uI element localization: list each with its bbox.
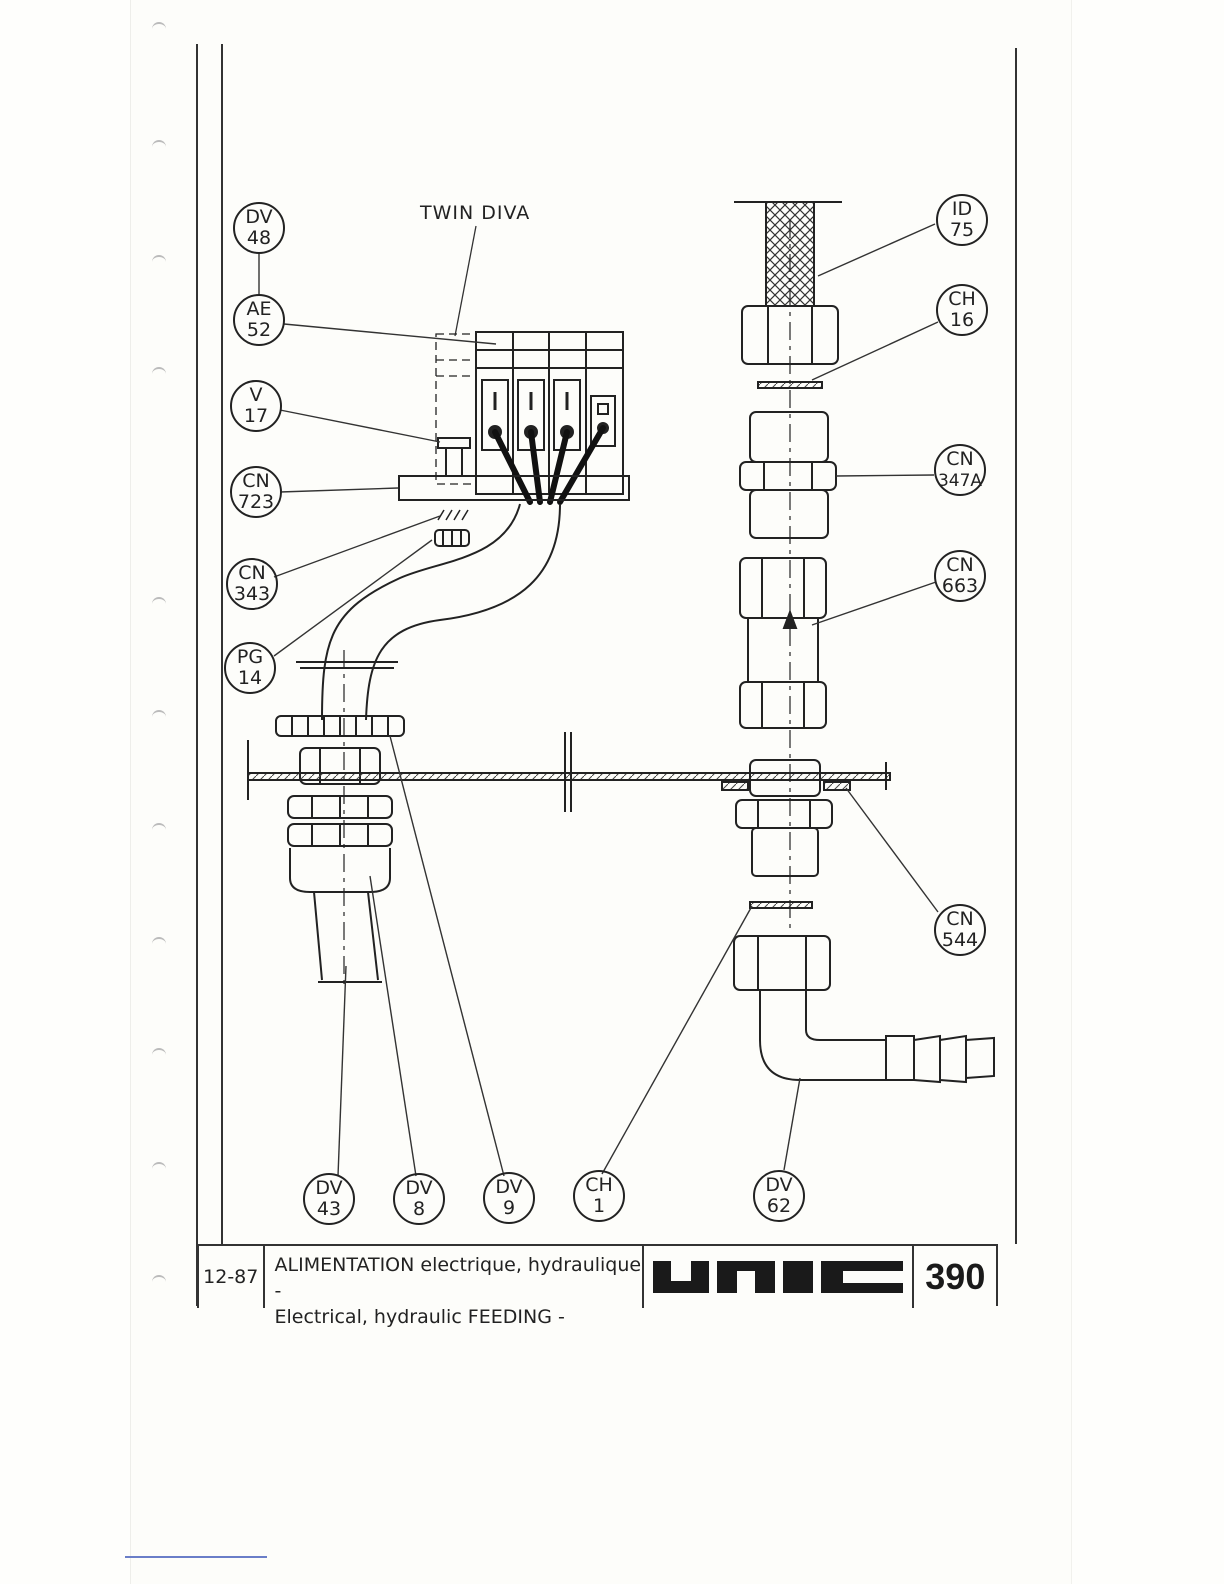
svg-text:CN: CN bbox=[946, 908, 973, 930]
svg-text:1: 1 bbox=[593, 1195, 605, 1217]
svg-text:CN: CN bbox=[238, 562, 265, 584]
svg-text:DV: DV bbox=[765, 1174, 792, 1196]
electrical-cable bbox=[296, 504, 560, 985]
callout-dv48: DV 48 bbox=[234, 203, 284, 253]
title-english: Electrical, hydraulic FEEDING - bbox=[275, 1304, 642, 1330]
svg-text:V: V bbox=[250, 384, 263, 406]
callout-ch1: CH 1 bbox=[574, 1171, 624, 1221]
page-number: 390 bbox=[914, 1246, 997, 1308]
callout-ae52: AE 52 bbox=[234, 295, 284, 345]
callout-ch16: CH 16 bbox=[937, 285, 987, 335]
svg-text:16: 16 bbox=[950, 309, 974, 331]
svg-text:48: 48 bbox=[247, 227, 271, 249]
svg-text:PG: PG bbox=[237, 646, 263, 668]
drawing-title: ALIMENTATION electrique, hydraulique - E… bbox=[265, 1246, 644, 1308]
drawing-frame bbox=[197, 44, 1016, 1306]
callout-cn343: CN 343 bbox=[227, 559, 277, 609]
page-divider-line bbox=[125, 1556, 267, 1558]
svg-text:CN: CN bbox=[242, 470, 269, 492]
svg-text:CN: CN bbox=[946, 554, 973, 576]
svg-text:DV: DV bbox=[245, 206, 272, 228]
svg-text:9: 9 bbox=[503, 1197, 515, 1219]
callout-cn347a: CN 347A bbox=[935, 445, 985, 495]
svg-text:17: 17 bbox=[244, 405, 268, 427]
leader-lines bbox=[259, 224, 938, 1176]
callout-id75: ID 75 bbox=[937, 195, 987, 245]
callout-cn544: CN 544 bbox=[935, 905, 985, 955]
svg-text:CN: CN bbox=[946, 448, 973, 470]
svg-text:8: 8 bbox=[413, 1198, 425, 1220]
unic-logo-icon bbox=[651, 1257, 905, 1297]
leader-line bbox=[455, 226, 476, 336]
svg-text:DV: DV bbox=[315, 1177, 342, 1199]
svg-text:43: 43 bbox=[317, 1198, 341, 1220]
drawing-date: 12-87 bbox=[197, 1246, 265, 1308]
svg-text:62: 62 bbox=[767, 1195, 791, 1217]
callout-dv43: DV 43 bbox=[304, 1174, 354, 1224]
unic-logo bbox=[644, 1246, 914, 1308]
title-french: ALIMENTATION electrique, hydraulique - bbox=[275, 1252, 642, 1304]
svg-text:ID: ID bbox=[952, 198, 972, 220]
svg-text:723: 723 bbox=[238, 491, 274, 513]
svg-text:DV: DV bbox=[495, 1176, 522, 1198]
svg-text:DV: DV bbox=[405, 1177, 432, 1199]
svg-text:CH: CH bbox=[948, 288, 976, 310]
callout-dv62: DV 62 bbox=[754, 1171, 804, 1221]
svg-text:CH: CH bbox=[585, 1174, 613, 1196]
callout-pg14: PG 14 bbox=[225, 643, 275, 693]
twin-diva-connector-block bbox=[436, 332, 623, 494]
twin-diva-label: TWIN DIVA bbox=[419, 202, 530, 224]
svg-text:52: 52 bbox=[247, 319, 271, 341]
braided-hose bbox=[734, 202, 842, 306]
hydraulic-fittings bbox=[722, 220, 994, 1082]
svg-text:AE: AE bbox=[246, 298, 271, 320]
svg-text:663: 663 bbox=[942, 575, 978, 597]
svg-text:347A: 347A bbox=[938, 471, 982, 491]
svg-text:343: 343 bbox=[234, 583, 270, 605]
callout-dv9: DV 9 bbox=[484, 1173, 534, 1223]
callout-v17: V 17 bbox=[231, 381, 281, 431]
svg-text:14: 14 bbox=[238, 667, 262, 689]
callout-cn723: CN 723 bbox=[231, 467, 281, 517]
callout-cn663: CN 663 bbox=[935, 551, 985, 601]
callout-dv8: DV 8 bbox=[394, 1174, 444, 1224]
svg-text:75: 75 bbox=[950, 219, 974, 241]
svg-text:544: 544 bbox=[942, 929, 978, 951]
cable-gland bbox=[276, 716, 404, 982]
title-block: 12-87 ALIMENTATION electrique, hydrauliq… bbox=[197, 1244, 997, 1308]
